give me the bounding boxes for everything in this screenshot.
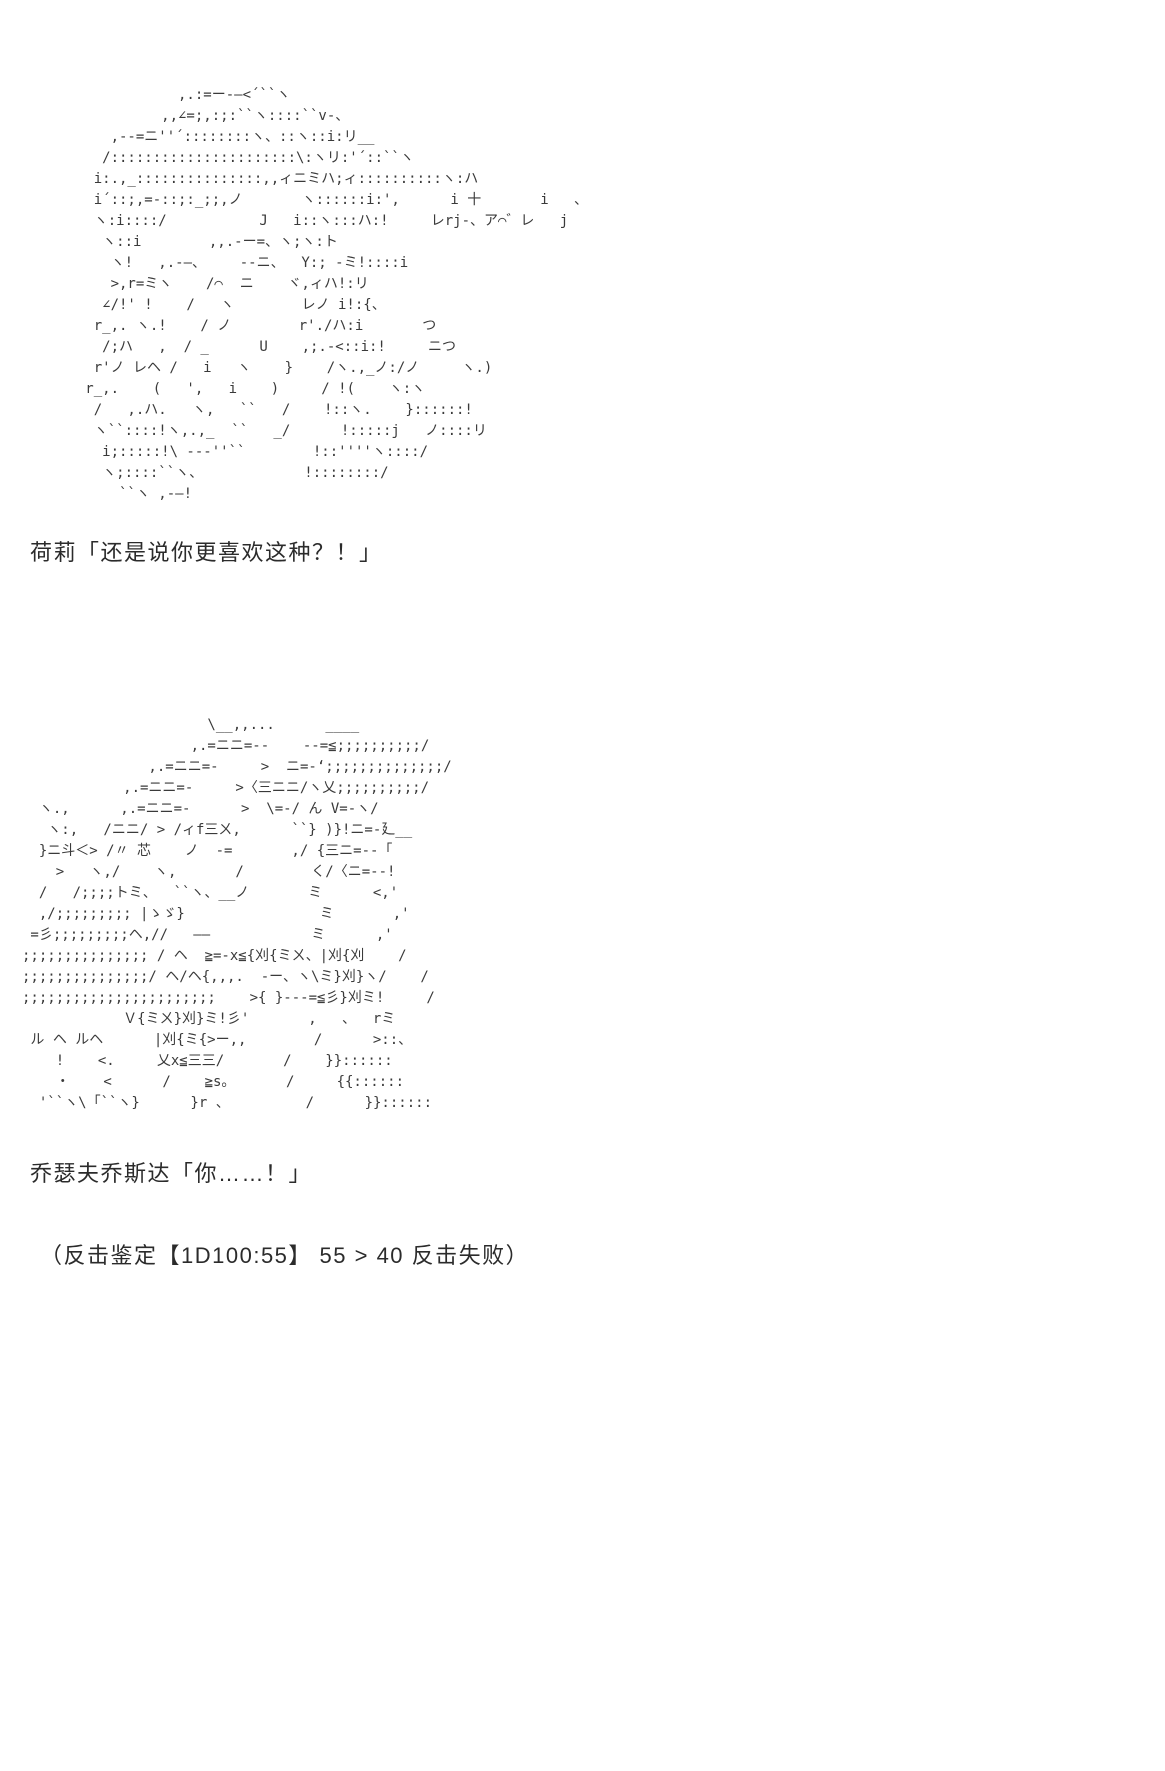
dialogue-line-1: 荷莉「还是说你更喜欢这种？！」 [30,540,383,565]
dialogue-line-2: 乔瑟夫乔斯达「你……！」 [30,1161,313,1186]
ascii-art-character-2: \__,,... ____ ,.=ニニ=-- --=≦;;;;;;;;;;/ ,… [22,717,452,1111]
dice-check-result: （反击鉴定【1D100:55】 55 > 40 反击失败） [40,1243,530,1268]
ascii-art-character-1: ,.:=ー-―<´``ヽ ,,∠=;,:;:``ヽ::::``v-、 ,--=ニ… [85,87,589,502]
